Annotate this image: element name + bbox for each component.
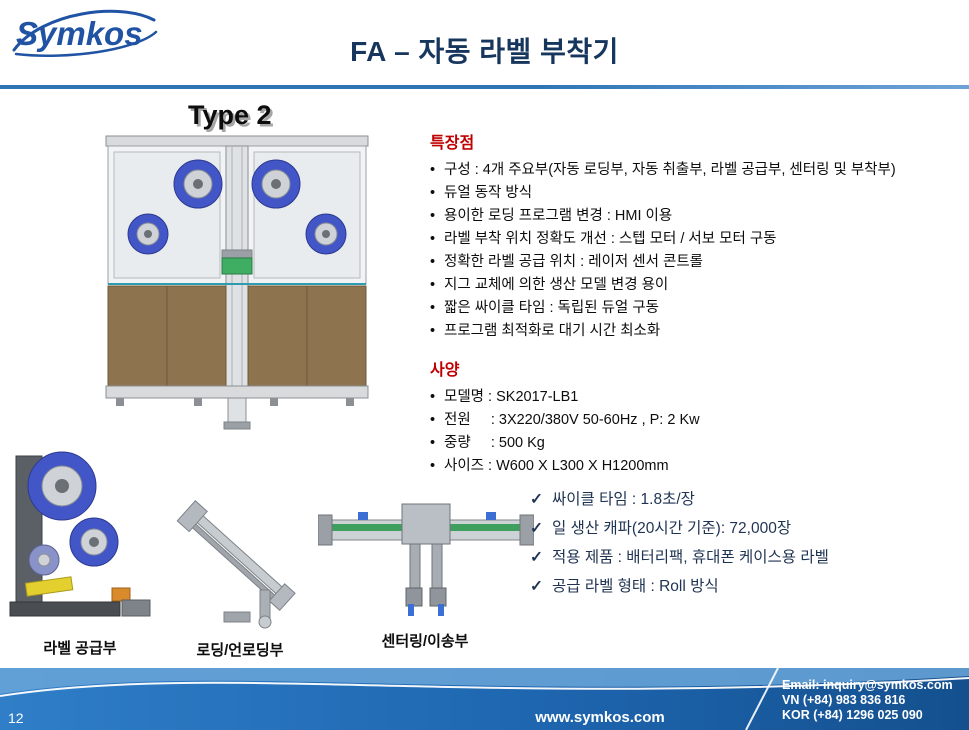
spec-item: • 모델명 : SK2017-LB1 xyxy=(430,387,958,408)
specs-list: • 모델명 : SK2017-LB1 • 전원 : 3X220/380V 50-… xyxy=(430,387,958,477)
check-icon: ✓ xyxy=(530,520,543,537)
bullet-icon: • xyxy=(430,162,436,178)
spec-item: • 사이즈 : W600 X L300 X H1200mm xyxy=(430,456,958,477)
spec-item: • 전원 : 3X220/380V 50-60Hz , P: 2 Kw xyxy=(430,410,958,431)
caption-label-supply: 라벨 공급부 xyxy=(43,640,117,657)
feature-item: • 라벨 부착 위치 정확도 개선 : 스텝 모터 / 서보 모터 구동 xyxy=(430,229,958,250)
main-machine-drawing xyxy=(105,135,369,430)
loading-unloading-drawing xyxy=(176,500,296,629)
check-icon: ✓ xyxy=(530,491,543,508)
check-icon: ✓ xyxy=(530,549,543,566)
feature-item: • 프로그램 최적화로 대기 시간 최소화 xyxy=(430,321,958,342)
feature-item: • 짧은 싸이클 타임 : 독립된 듀얼 구동 xyxy=(430,298,958,319)
feature-item: • 구성 : 4개 주요부(자동 로딩부, 자동 취출부, 라벨 공급부, 센터… xyxy=(430,160,958,181)
spec-text: 모델명 : SK2017-LB1 xyxy=(444,389,579,405)
specs-heading: 사양 xyxy=(430,362,460,379)
feature-text: 짧은 싸이클 타임 : 독립된 듀얼 구동 xyxy=(444,300,659,316)
logo-graphic: Symkos xyxy=(12,9,158,57)
bullet-icon: • xyxy=(430,277,436,293)
feature-text: 용이한 로딩 프로그램 변경 : HMI 이용 xyxy=(444,208,673,224)
bullet-icon: • xyxy=(430,300,436,316)
feature-text: 지그 교체에 의한 생산 모델 변경 용이 xyxy=(444,277,669,293)
label-supply-drawing xyxy=(9,451,151,617)
bullet-icon: • xyxy=(430,412,436,428)
label-supply-image xyxy=(0,430,162,628)
right-column: 특장점 • 구성 : 4개 주요부(자동 로딩부, 자동 취출부, 라벨 공급부… xyxy=(430,129,958,479)
page-title: FA – 자동 라벨 부착기 xyxy=(350,36,619,67)
contact-info: Email: inquiry@symkos.com VN (+84) 983 8… xyxy=(782,678,953,723)
caption-centering-transfer: 센터링/이송부 xyxy=(381,633,469,650)
bullet-icon: • xyxy=(430,231,436,247)
loading-unloading-image xyxy=(168,492,312,630)
logo-underline-icon xyxy=(14,30,158,57)
feature-item: • 용이한 로딩 프로그램 변경 : HMI 이용 xyxy=(430,206,958,227)
features-list: • 구성 : 4개 주요부(자동 로딩부, 자동 취출부, 라벨 공급부, 센터… xyxy=(430,160,958,342)
footer-background xyxy=(0,668,969,730)
bullet-icon: • xyxy=(430,323,436,339)
highlights-list: ✓ 싸이클 타임 : 1.8초/장 ✓ 일 생산 캐파(20시간 기준): 72… xyxy=(530,490,960,606)
contact-phone-vn: VN (+84) 983 836 816 xyxy=(782,693,906,707)
footer: 12 www.symkos.com Email: inquiry@symkos.… xyxy=(0,668,969,730)
highlight-text: 싸이클 타임 : 1.8초/장 xyxy=(552,491,695,508)
feature-text: 라벨 부착 위치 정확도 개선 : 스텝 모터 / 서보 모터 구동 xyxy=(444,231,777,247)
bullet-icon: • xyxy=(430,185,436,201)
logo-text: Symkos xyxy=(16,15,143,52)
bullet-icon: • xyxy=(430,254,436,270)
header-divider xyxy=(0,85,969,89)
highlight-text: 일 생산 캐파(20시간 기준): 72,000장 xyxy=(552,520,792,537)
feature-text: 듀얼 동작 방식 xyxy=(444,185,533,201)
highlight-item: ✓ 적용 제품 : 배터리팩, 휴대폰 케이스용 라벨 xyxy=(530,548,960,568)
bullet-icon: • xyxy=(430,389,436,405)
features-heading: 특장점 xyxy=(430,135,475,152)
caption-loading-unloading: 로딩/언로딩부 xyxy=(196,642,284,659)
bullet-icon: • xyxy=(430,458,436,474)
feature-item: • 정확한 라벨 공급 위치 : 레이저 센서 콘트롤 xyxy=(430,252,958,273)
highlight-item: ✓ 공급 라벨 형태 : Roll 방식 xyxy=(530,577,960,597)
highlight-text: 공급 라벨 형태 : Roll 방식 xyxy=(552,578,719,595)
contact-email: Email: inquiry@symkos.com xyxy=(782,678,953,692)
bullet-icon: • xyxy=(430,208,436,224)
feature-text: 구성 : 4개 주요부(자동 로딩부, 자동 취출부, 라벨 공급부, 센터링 … xyxy=(444,162,896,178)
spec-item: • 중량 : 500 Kg xyxy=(430,433,958,454)
page-number: 12 xyxy=(8,710,24,726)
logo-swoosh-icon xyxy=(12,9,156,52)
highlight-item: ✓ 일 생산 캐파(20시간 기준): 72,000장 xyxy=(530,519,960,539)
highlight-item: ✓ 싸이클 타임 : 1.8초/장 xyxy=(530,490,960,510)
centering-transfer-drawing xyxy=(317,503,535,616)
spec-text: 사이즈 : W600 X L300 X H1200mm xyxy=(444,458,669,474)
spec-text: 중량 : 500 Kg xyxy=(444,435,545,451)
type-label: Type 2 xyxy=(188,100,272,130)
highlight-text: 적용 제품 : 배터리팩, 휴대폰 케이스용 라벨 xyxy=(552,549,829,566)
bullet-icon: • xyxy=(430,435,436,451)
feature-text: 정확한 라벨 공급 위치 : 레이저 센서 콘트롤 xyxy=(444,254,704,270)
symkos-logo: Symkos xyxy=(8,2,163,64)
website-label: www.symkos.com xyxy=(535,709,665,726)
feature-item: • 듀얼 동작 방식 xyxy=(430,183,958,204)
spec-text: 전원 : 3X220/380V 50-60Hz , P: 2 Kw xyxy=(444,412,700,428)
feature-item: • 지그 교체에 의한 생산 모델 변경 용이 xyxy=(430,275,958,296)
feature-text: 프로그램 최적화로 대기 시간 최소화 xyxy=(444,323,661,339)
check-icon: ✓ xyxy=(530,578,543,595)
main-machine-image xyxy=(98,132,376,434)
contact-phone-kor: KOR (+84) 1296 025 090 xyxy=(782,708,923,722)
centering-transfer-image xyxy=(317,478,535,624)
